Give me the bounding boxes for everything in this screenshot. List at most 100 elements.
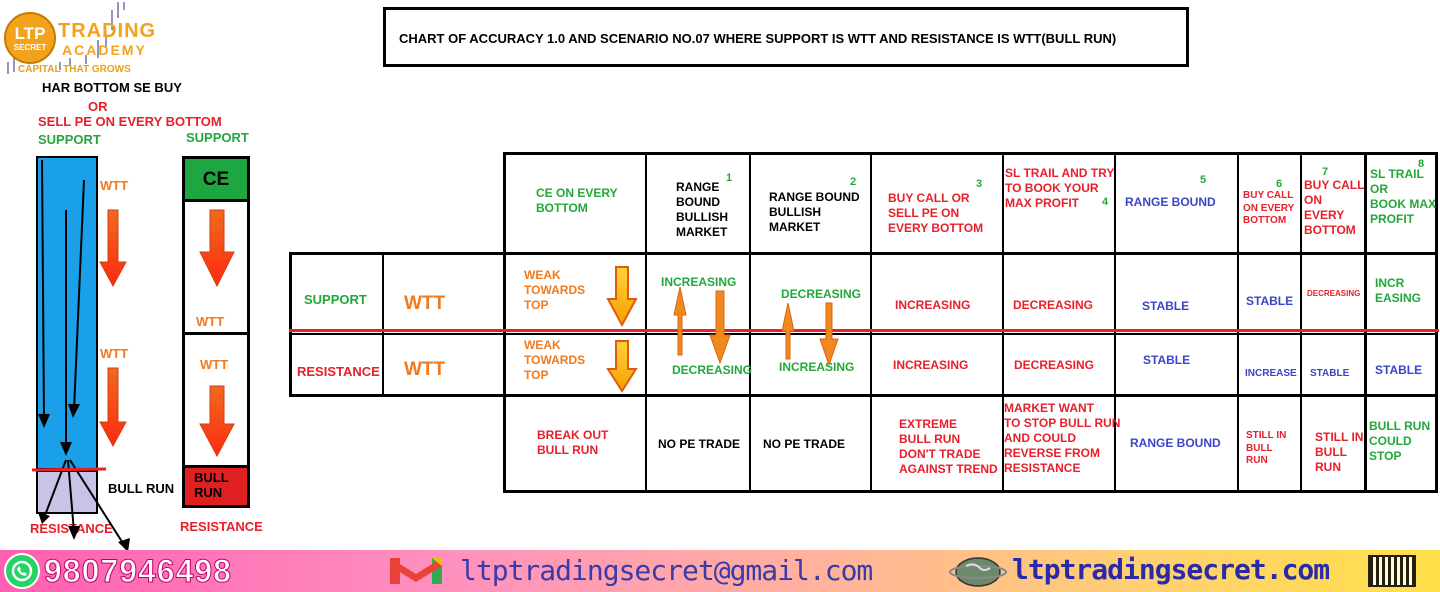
header-num-2: 2: [850, 176, 857, 188]
vline-0: [503, 252, 506, 397]
qr-code-icon: [1368, 555, 1416, 587]
vline-3: [870, 152, 872, 493]
support-cell-0: WEAK TOWARDS TOP: [524, 268, 586, 312]
logo-secret: SECRET: [13, 43, 47, 52]
bull-run-label: BULL RUN: [108, 481, 175, 496]
support-cell-8: INCR EASING: [1375, 276, 1422, 305]
resistance-cell-2: INCREASING: [779, 360, 855, 374]
bottom-cell-3: EXTREME BULL RUN DON'T TRADE AGAINST TRE…: [899, 417, 998, 476]
support-cell-1: INCREASING: [661, 275, 737, 289]
header-num-7: 7: [1322, 166, 1329, 178]
vline-7: [1300, 152, 1302, 493]
header-num-5: 5: [1200, 174, 1207, 186]
resistance-cell-4: DECREASING: [1014, 358, 1095, 372]
website-url: ltptradingsecret.com: [1012, 553, 1330, 586]
support-wtt: WTT: [404, 293, 446, 314]
footer-bar: [0, 550, 1440, 592]
bottom-cell-0: BREAK OUT BULL RUN: [537, 428, 609, 457]
resistance-cell-8: STABLE: [1375, 363, 1423, 377]
strategy-line-3: SELL PE ON EVERY BOTTOM: [38, 114, 222, 129]
up-arrow-1: [673, 286, 687, 356]
support-cell-7: DECREASING: [1307, 289, 1361, 298]
down-arrow-yellow-1: [606, 266, 638, 328]
header-5: RANGE BOUND: [1125, 195, 1216, 209]
column-divider-1: [182, 199, 250, 202]
support-cell-6: STABLE: [1246, 294, 1294, 308]
bottom-cell-5: RANGE BOUND: [1130, 436, 1221, 450]
resistance-cell-0: WEAK TOWARDS TOP: [524, 338, 586, 382]
header-3: BUY CALL OR SELL PE ON EVERY BOTTOM: [888, 191, 984, 235]
bull-run-box: [185, 467, 247, 505]
chart-title: CHART OF ACCURACY 1.0 AND SCENARIO NO.07…: [399, 31, 1117, 46]
column-divider-3: [182, 465, 250, 468]
bottom-cell-1: NO PE TRADE: [658, 437, 741, 451]
resistance-cell-7: STABLE: [1310, 368, 1350, 379]
down-arrow-3: [819, 302, 839, 367]
column-divider-2: [182, 332, 250, 335]
row-divider: [289, 333, 1438, 335]
support-label-left: SUPPORT: [38, 132, 101, 147]
header-num-6: 6: [1276, 178, 1283, 190]
row-label-support: SUPPORT: [304, 292, 367, 307]
table-arrows: [606, 266, 839, 393]
strategy-line-1: HAR BOTTOM SE BUY: [42, 80, 182, 95]
email-address: ltptradingsecret@gmail.com: [460, 554, 873, 587]
vline-label: [382, 252, 384, 397]
resistance-cell-3: INCREASING: [893, 358, 969, 372]
header-num-3: 3: [976, 178, 983, 190]
row-label-resistance: RESISTANCE: [297, 364, 380, 379]
logo-ltp: LTP: [14, 24, 46, 43]
wtt-label-2: WTT: [100, 346, 129, 361]
support-cell-3: INCREASING: [895, 298, 971, 312]
arrow-head: [38, 512, 50, 524]
header-8: SL TRAIL OR BOOK MAX PROFIT: [1370, 167, 1436, 226]
resistance-wtt: WTT: [404, 359, 446, 380]
vline-1: [645, 152, 647, 493]
header-7: BUY CALL ON EVERY BOTTOM: [1304, 178, 1365, 237]
header-4: SL TRAIL AND TRY TO BOOK YOUR MAX PROFIT: [1005, 166, 1115, 210]
left-arrows: [31, 159, 235, 552]
vline-4: [1002, 152, 1004, 493]
table-body: [289, 252, 1438, 397]
logo-badge: [4, 12, 56, 64]
bottom-cell-6: STILL IN BULL RUN: [1246, 430, 1287, 466]
gmail-icon: [390, 558, 442, 584]
down-arrow-1: [99, 209, 127, 288]
resistance-label-right: RESISTANCE: [180, 519, 263, 534]
support-cell-5: STABLE: [1142, 299, 1190, 313]
header-num-1: 1: [726, 172, 733, 184]
title-box: [383, 7, 1189, 67]
vline-5: [1114, 152, 1116, 493]
wtt-label-3: WTT: [196, 314, 225, 329]
support-cell-2: DECREASING: [781, 287, 862, 301]
table-header-row: [503, 152, 1438, 255]
logo-academy: ACADEMY: [62, 42, 147, 58]
bottom-cell-7: STILL IN BULL RUN: [1315, 430, 1364, 474]
red-level-line: [289, 329, 1439, 332]
logo-trading: TRADING: [58, 20, 157, 42]
bull-run-box-label: BULL RUN: [194, 470, 229, 500]
header-2: RANGE BOUND BULLISH MARKET: [769, 190, 860, 234]
down-arrow-2: [709, 290, 731, 365]
up-arrow-2: [781, 302, 795, 360]
header-1: RANGE BOUND BULLISH MARKET: [676, 180, 728, 239]
table-bottom-row: [503, 394, 1438, 493]
logo-tagline: CAPITAL THAT GROWS: [18, 64, 131, 75]
vline-8: [1364, 152, 1367, 493]
support-cell-4: DECREASING: [1013, 298, 1094, 312]
globe-icon: [949, 557, 1007, 587]
wtt-label-1: WTT: [100, 178, 129, 193]
wtt-label-4: WTT: [200, 357, 229, 372]
bottom-cell-4: MARKET WANT TO STOP BULL RUN AND COULD R…: [1004, 401, 1121, 475]
ce-label: CE: [202, 169, 230, 190]
vline-2: [749, 152, 751, 493]
resistance-cell-5: STABLE: [1143, 353, 1191, 367]
resistance-cell-1: DECREASING: [672, 363, 753, 377]
header-6: BUY CALL ON EVERY BOTTOM: [1243, 190, 1295, 226]
logo-candles-icon: [7, 2, 125, 74]
header-num-8: 8: [1418, 158, 1425, 170]
whatsapp-icon: [4, 553, 40, 589]
support-label-right: SUPPORT: [186, 130, 249, 145]
bottom-cell-8: BULL RUN COULD STOP: [1369, 419, 1431, 463]
bottom-cell-2: NO PE TRADE: [763, 437, 846, 451]
